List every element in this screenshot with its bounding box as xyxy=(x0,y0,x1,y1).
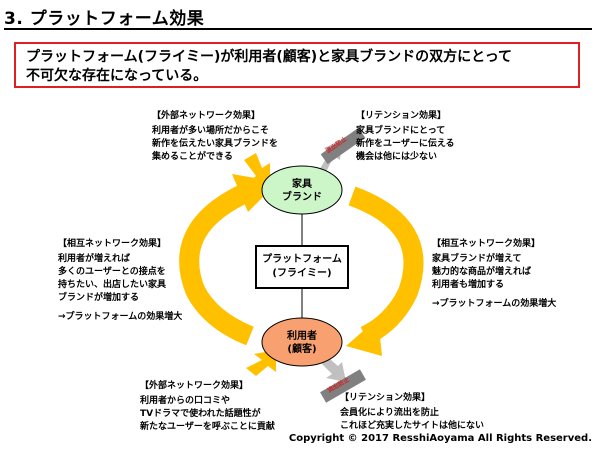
stop-bar-bottom xyxy=(320,369,366,403)
inflow-arrow-bottom xyxy=(246,350,276,376)
brand-node xyxy=(261,165,343,215)
note-line: 持ちたい、出店したい家具 xyxy=(58,280,167,290)
note-line: 魅力的な商品が増えれば xyxy=(432,267,532,277)
brand-node-label: 家具 ブランド xyxy=(262,178,342,204)
note-heading: 【外部ネットワーク効果】 xyxy=(140,381,249,391)
page-title: 3. プラットフォーム効果 xyxy=(4,9,205,29)
note-line: 会員化により流出を防止 xyxy=(340,408,439,418)
note-bottom-left: 【外部ネットワーク効果】 利用者からの口コミや TVドラマで使われた話題性が 新… xyxy=(140,380,310,434)
note-heading: 【相互ネットワーク効果】 xyxy=(58,239,167,249)
note-left: 【相互ネットワーク効果】 利用者が増えれば 多くのユーザーとの接点を 持ちたい、… xyxy=(58,238,198,324)
note-heading: 【リテンション効果】 xyxy=(356,111,447,121)
note-line: 利用者からの口コミや xyxy=(140,396,231,406)
user-node-label: 利用者 (顧客) xyxy=(262,330,342,356)
user-node xyxy=(261,317,343,367)
note-line: 利用者が増えれば xyxy=(58,254,131,264)
summary-banner: プラットフォーム(フライミー)が利用者(顧客)と家具ブランドの双方にとって 不可… xyxy=(14,42,580,88)
note-line: 新作を伝えたい家具ブランドを xyxy=(152,139,279,149)
note-right: 【相互ネットワーク効果】 家具ブランドが増えて 魅力的な商品が増えれば 利用者も… xyxy=(432,238,592,311)
note-line: 集めることができる xyxy=(152,152,233,162)
stop-bar-top xyxy=(320,127,366,165)
note-top-right: 【リテンション効果】 家具ブランドにとって 新作をユーザーに伝える 機会は他には… xyxy=(356,110,496,164)
note-heading: 【相互ネットワーク効果】 xyxy=(432,239,541,249)
user-node-line-1: 利用者 xyxy=(287,331,317,342)
platform-box-label: プラットフォーム (フライミー) xyxy=(256,253,348,281)
note-heading: 【リテンション効果】 xyxy=(340,393,431,403)
banner-line-1: プラットフォーム(フライミー)が利用者(顧客)と家具ブランドの双方にとって xyxy=(26,49,513,65)
brand-node-line-1: 家具 xyxy=(292,179,312,190)
note-line: →プラットフォームの効果増大 xyxy=(58,312,183,322)
copyright-footer: Copyright © 2017 ResshiAoyama All Rights… xyxy=(288,433,592,444)
note-heading: 【外部ネットワーク効果】 xyxy=(152,111,261,121)
right-cycle-arrow xyxy=(348,186,424,346)
note-line: 新たなユーザーを呼ぶことに貢献 xyxy=(140,422,275,432)
user-node-line-2: (顧客) xyxy=(287,344,317,355)
note-line: 家具ブランドにとって xyxy=(356,126,446,136)
platform-line-2: (フライミー) xyxy=(272,268,332,279)
platform-line-1: プラットフォーム xyxy=(262,254,342,265)
note-line: 利用者も増加する xyxy=(432,280,505,290)
note-line: 多くのユーザーとの接点を xyxy=(58,267,166,277)
note-line: 利用者が多い場所だからこそ xyxy=(152,126,270,136)
banner-line-2: 不可欠な存在になっている。 xyxy=(26,68,208,84)
note-line: 新作をユーザーに伝える xyxy=(356,139,455,149)
brand-node-line-2: ブランド xyxy=(282,192,322,203)
note-bottom-right: 【リテンション効果】 会員化により流出を防止 これほど充実したサイトは他にない xyxy=(340,392,540,433)
right-cycle-arrowhead xyxy=(346,318,382,356)
left-cycle-arrow xyxy=(179,180,257,346)
note-line: →プラットフォームの効果増大 xyxy=(432,299,557,309)
note-line: 家具ブランドが増えて xyxy=(432,254,522,264)
inflow-arrow-top xyxy=(244,153,270,186)
note-top-left: 【外部ネットワーク効果】 利用者が多い場所だからこそ 新作を伝えたい家具ブランド… xyxy=(152,110,292,164)
note-line: これほど充実したサイトは他にない xyxy=(340,421,485,431)
note-line: TVドラマで使われた話題性が xyxy=(140,409,261,419)
note-line: ブランドが増加する xyxy=(58,293,140,303)
platform-box xyxy=(255,245,349,289)
note-line: 機会は他には少ない xyxy=(356,152,438,162)
title-underline xyxy=(4,28,592,30)
